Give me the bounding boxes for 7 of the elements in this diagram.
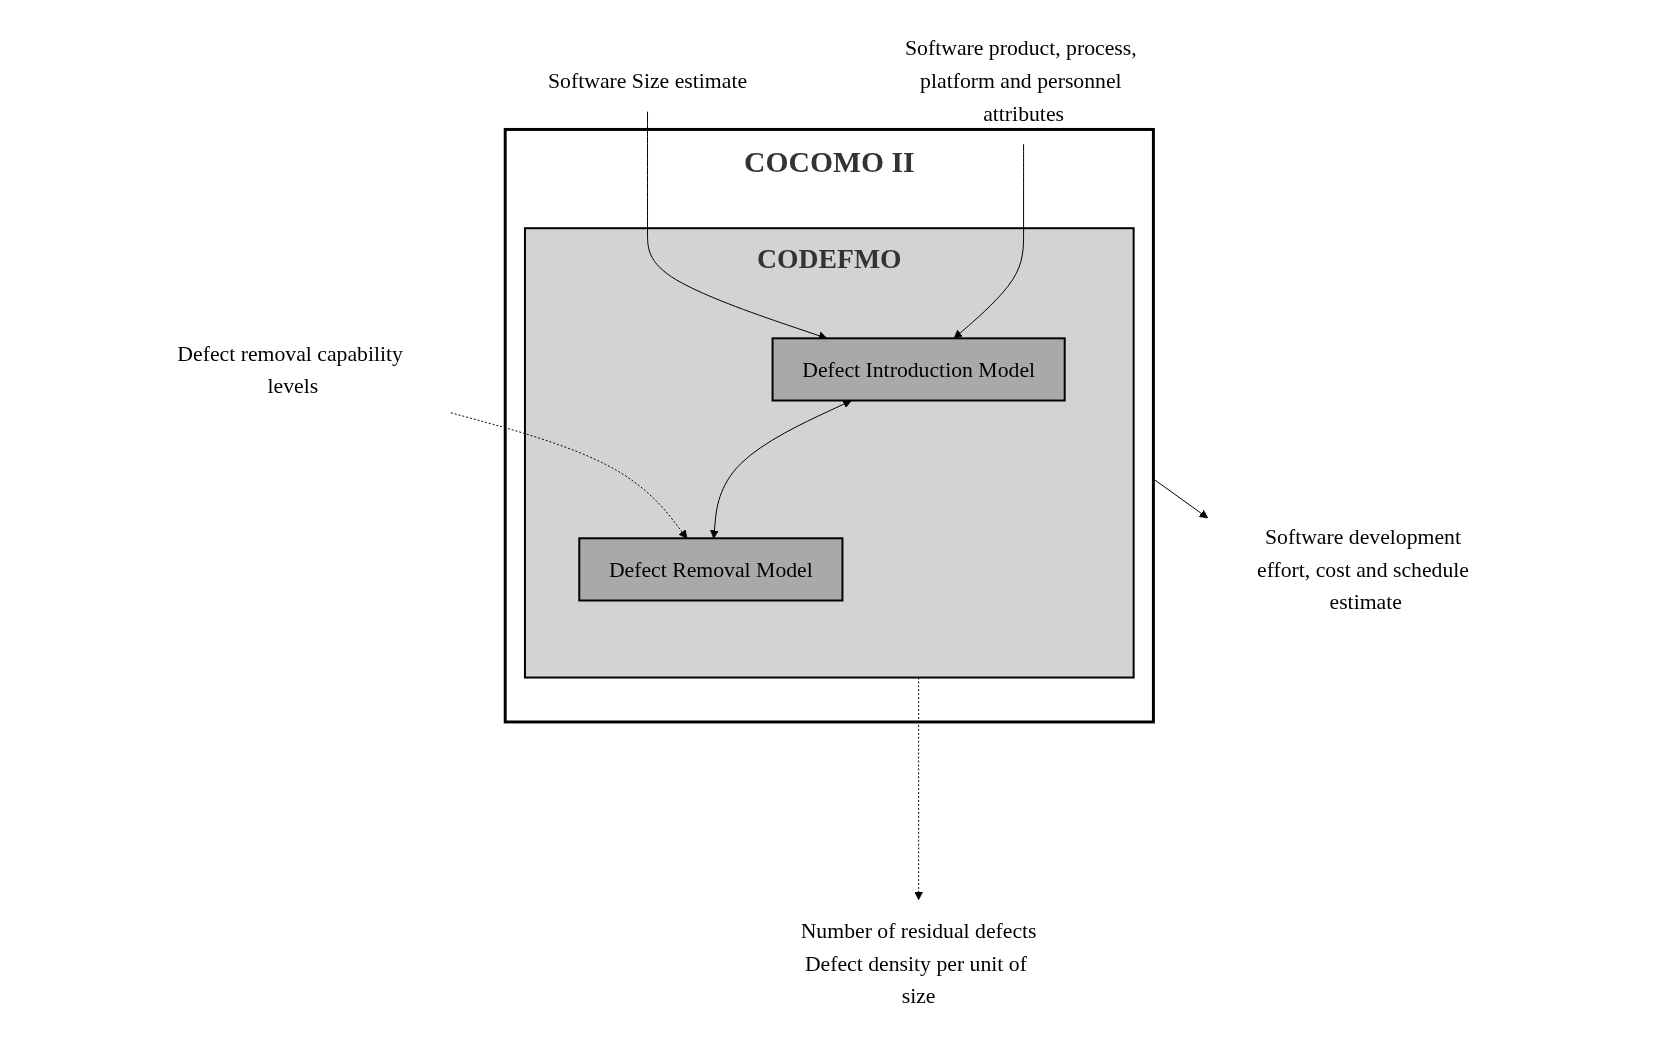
node-box: Defect Introduction Model (771, 336, 1066, 401)
node-box: Defect Removal Model (578, 536, 844, 601)
node-text: Software development effort, cost and schedule estimate (1257, 523, 1470, 614)
node-text: Software Size estimate (548, 67, 748, 93)
node-text: Defect removal capability levels (177, 340, 404, 398)
node-text: Software product, process, platform and personnel attributes (905, 35, 1137, 125)
node-text: Number of residual defects Defect density per unit of size (800, 917, 1037, 1008)
